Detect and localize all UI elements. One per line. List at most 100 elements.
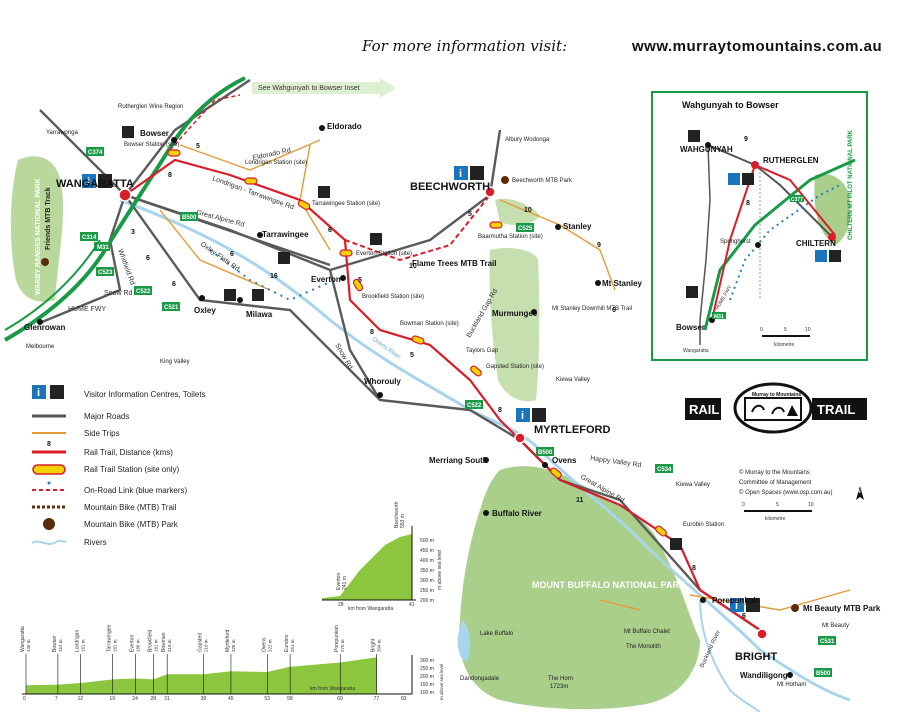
legend-label-3: Rail Trail, Distance (kms) [84, 448, 173, 457]
logo-ribbon: Murray to Mountains [752, 392, 801, 398]
profile-y-tick: 250 m [420, 666, 434, 672]
svg-text:N: N [857, 489, 861, 495]
svg-text:11: 11 [576, 497, 584, 504]
profile-station-height: 251 m [290, 639, 295, 652]
buckland-river [699, 599, 761, 713]
profile-station-label: Londrigan [75, 630, 81, 652]
profile-small-km-1: 41 [409, 602, 415, 608]
label-murmungee: Murmungee [492, 309, 538, 318]
legend-info-icon [32, 385, 46, 399]
profile-y-tick: 150 m [420, 682, 434, 688]
svg-text:10: 10 [409, 263, 417, 270]
label-oxley: Oxley [194, 306, 216, 315]
profile-small-ytick-2: 400 m [420, 558, 434, 564]
inset-scale-0: 0 [760, 327, 763, 333]
svg-text:B500: B500 [538, 450, 553, 456]
label-wangaratta: WANGARATTA [56, 178, 134, 190]
svg-text:6: 6 [146, 255, 150, 262]
credit-line-1: © Murray to the Mountains [739, 469, 810, 476]
svg-text:3: 3 [131, 229, 135, 236]
label-the-horn: The Horn [548, 676, 573, 682]
profile-station-label: Everton [129, 635, 135, 652]
mtb-park-friends [41, 258, 49, 266]
profile-axis-label: km from Wangaratta [310, 686, 355, 692]
rail-stations [167, 149, 667, 537]
profile-station-height: 210 m [167, 639, 172, 652]
label-bowser-station: Bowser Station (site) [124, 142, 179, 148]
inset-map: Wahgunyah to Bowser [651, 91, 868, 361]
profile-station-height: 275 m [340, 639, 345, 652]
profile-station-height: 226 m [231, 639, 236, 652]
profile-station-height: 210 m [204, 639, 209, 652]
profile-station-height: 304 m [377, 639, 382, 652]
wangaratta-marker [118, 188, 132, 202]
profile-small-town-0: Everton [336, 573, 342, 590]
label-warby-park: WARBY RANGES NATIONAL PARK [35, 178, 42, 295]
label-londrigan: Londrigan Station (site) [245, 160, 307, 166]
svg-text:C531: C531 [820, 639, 835, 645]
profile-station-label: Brookfield [148, 630, 154, 652]
profile-km-tick: 58 [287, 696, 293, 702]
profile-station-height: 186 m [135, 639, 140, 652]
profile-small-ytick-1: 450 m [420, 548, 434, 554]
label-tarrawingee: Tarrawingee [262, 230, 309, 239]
label-mt-hotham: Mt Hotham [777, 682, 806, 688]
profile-y-tick: 100 m [420, 690, 434, 696]
svg-text:M31: M31 [97, 245, 109, 251]
rail-trail-logo [685, 382, 867, 434]
label-kiewa-valley-2: Kiewa Valley [676, 482, 710, 488]
profile-km-tick: 0 [23, 696, 26, 702]
label-beechworth: BEECHWORTH [410, 181, 490, 193]
profile-station-height: 181 m [154, 639, 159, 652]
svg-text:C314: C314 [82, 235, 97, 241]
credit-line-2: Committee of Management [739, 480, 812, 486]
profile-small-height-1: 553 m [400, 514, 406, 528]
murmungee-park [489, 248, 540, 402]
mount-buffalo-park [459, 466, 700, 710]
rail-trail [124, 158, 761, 631]
label-friends-track: Friends MTB Track [45, 187, 52, 250]
label-ovens-river: Ovens River [371, 337, 401, 361]
profile-small-ytick-4: 300 m [420, 578, 434, 584]
inset-label-bowser: Bowser [676, 323, 705, 332]
inset-link-label[interactable]: See Wahgunyah to Bowser Inset [258, 85, 360, 92]
inset-label-chiltern: CHILTERN [796, 239, 836, 248]
mtb-park-mt-beauty [791, 604, 799, 612]
info-icons: i i i i [82, 126, 760, 612]
label-mt-beauty-mtb: Mt Beauty MTB Park [803, 604, 881, 613]
profile-station-height: 149 m [26, 639, 31, 652]
profile-km-tick: 83 [401, 696, 407, 702]
svg-text:9: 9 [597, 242, 601, 249]
label-bowman: Bowman Station (site) [400, 321, 459, 327]
profile-station-label: Myrtleford [225, 630, 231, 652]
legend-label-4: Rail Trail Station (site only) [84, 465, 179, 474]
profile-small-ytick-5: 250 m [420, 588, 434, 594]
svg-text:i: i [87, 176, 90, 188]
label-bowser: Bowser [140, 129, 169, 138]
scale-0: 0 [742, 502, 745, 508]
inset-label-rutherglen: RUTHERGLEN [763, 156, 819, 165]
svg-text:C523: C523 [98, 270, 113, 276]
profile-small-ytick-6: 200 m [420, 598, 434, 604]
label-merriang: Merriang South [429, 456, 488, 465]
inset-distance-1: 9 [744, 136, 748, 143]
profile-y-tick: 300 m [420, 658, 434, 664]
compass-icon: N [856, 486, 864, 500]
svg-text:B500: B500 [182, 215, 197, 221]
profile-y-tick: 200 m [420, 674, 434, 680]
label-glenrowan: Glenrowan [24, 323, 65, 332]
profile-km-tick: 77 [374, 696, 380, 702]
inset-label-wahgunyah: WAHGUNYAH [680, 145, 733, 154]
website-link[interactable]: www.murraytomountains.com.au [631, 38, 882, 55]
label-gapsted: Gapsted Station (site) [486, 364, 544, 370]
profile-small-km-0: 28 [338, 602, 344, 608]
svg-text:8: 8 [498, 407, 502, 414]
profile-km-tick: 28 [151, 696, 157, 702]
label-horn-height: 1723m [550, 684, 568, 690]
svg-text:C521: C521 [164, 305, 179, 311]
lake-buffalo [457, 620, 470, 661]
label-buckland-river: Buckland River [699, 630, 721, 669]
profile-station-label: Bowser [52, 635, 58, 652]
inset-link-arrow[interactable] [252, 78, 396, 98]
